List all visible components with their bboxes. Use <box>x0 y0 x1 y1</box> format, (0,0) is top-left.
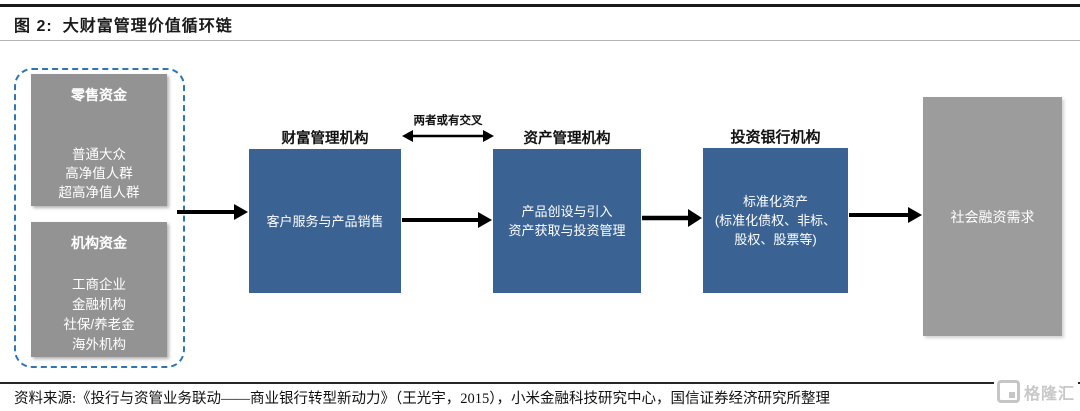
asset-mgmt-label: 资产管理机构 <box>523 131 611 147</box>
wealth-mgmt-box: 客户服务与产品销售 <box>249 149 401 293</box>
institutional-item: 工商企业 <box>72 277 126 292</box>
arrow-overlap-double <box>402 130 494 142</box>
arrow-investment-banking-to-social <box>849 207 922 223</box>
investment-banking-box: 标准化资产 (标准化债权、非标、 股权、股票等) <box>703 148 848 293</box>
institutional-funds-items: 工商企业 金融机构 社保/养老金 海外机构 <box>31 275 167 355</box>
figure-title-text: 大财富管理价值循环链 <box>62 18 233 35</box>
social-financing-box: 社会融资需求 <box>923 97 1062 336</box>
gelonghui-logo-text: 格隆汇 <box>1023 385 1075 403</box>
gelonghui-logo-icon <box>996 380 1020 403</box>
figure-number: 图 2: <box>14 18 53 35</box>
retail-item: 超高净值人群 <box>58 185 140 200</box>
investment-banking-line: 标准化资产 <box>742 194 808 209</box>
investment-banking-line: 股权、股票等) <box>734 232 817 247</box>
retail-item: 高净值人群 <box>65 166 133 181</box>
investment-banking-line: (标准化债权、非标、 <box>714 213 837 228</box>
institutional-funds-title: 机构资金 <box>71 235 127 251</box>
investment-banking-label: 投资银行机构 <box>730 129 821 146</box>
bottom-rule <box>0 382 1080 384</box>
arrow-wealth-to-asset <box>402 212 492 228</box>
institutional-item: 金融机构 <box>72 297 126 312</box>
arrow-asset-to-investment-banking <box>642 209 702 227</box>
figure-title: 图 2: 大财富管理价值循环链 <box>14 12 233 36</box>
retail-funds-box: 零售资金 普通大众 高净值人群 超高净值人群 <box>31 74 167 206</box>
wealth-mgmt-label: 财富管理机构 <box>281 131 369 147</box>
arrow-funds-to-wealth <box>177 204 248 220</box>
wealth-mgmt-box-text: 客户服务与产品销售 <box>266 213 384 229</box>
retail-funds-title: 零售资金 <box>71 87 127 103</box>
retail-funds-items: 普通大众 高净值人群 超高净值人群 <box>31 145 167 202</box>
funds-group-container <box>14 68 185 368</box>
top-rule <box>0 4 1080 7</box>
source-note: 资料来源:《投行与资管业务联动——商业银行转型新动力》（王光宇，2015），小米… <box>14 391 831 407</box>
asset-mgmt-line: 资产获取与投资管理 <box>508 223 626 238</box>
social-financing-box-text: 社会融资需求 <box>950 208 1035 225</box>
institutional-item: 社保/养老金 <box>63 317 135 332</box>
institutional-funds-box: 机构资金 工商企业 金融机构 社保/养老金 海外机构 <box>31 222 167 357</box>
retail-item: 普通大众 <box>72 147 126 162</box>
asset-mgmt-box: 产品创设与引入 资产获取与投资管理 <box>493 149 641 293</box>
asset-mgmt-line: 产品创设与引入 <box>521 204 613 219</box>
institutional-item: 海外机构 <box>72 337 126 352</box>
title-underline-rule <box>0 40 1080 41</box>
gelonghui-watermark: 格隆汇 <box>993 378 1078 405</box>
overlap-note: 两者或有交叉 <box>413 115 483 127</box>
